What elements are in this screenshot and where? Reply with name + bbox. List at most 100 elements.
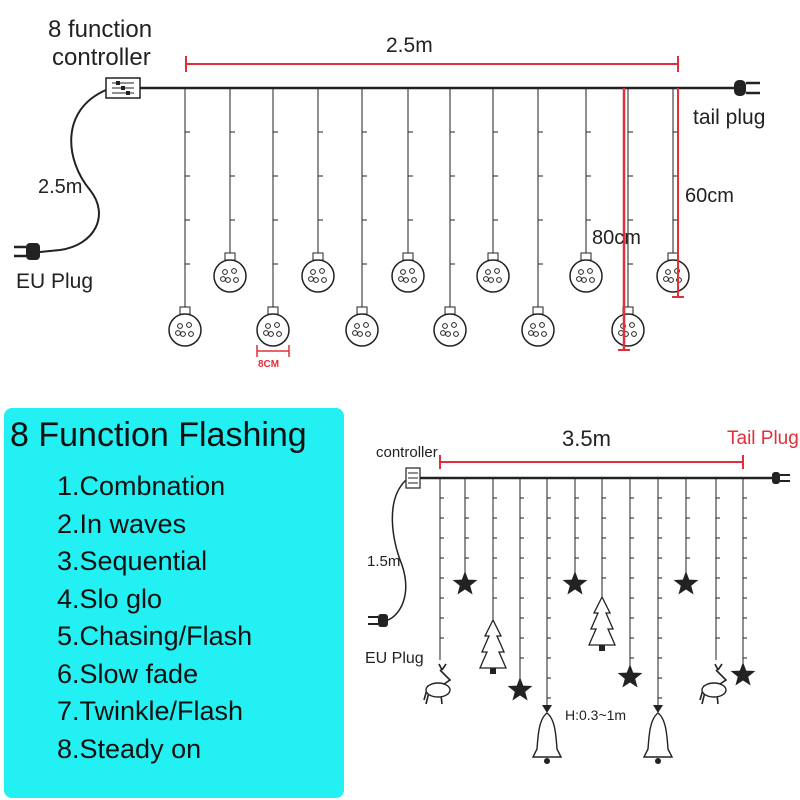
ball-led-dot	[321, 277, 327, 283]
ball-led-dot	[220, 276, 226, 282]
star-light-icon	[673, 571, 699, 595]
top-cable-length-label: 2.5m	[38, 176, 83, 198]
ball-led-dot	[177, 323, 183, 329]
ball-led-dot	[400, 269, 406, 275]
bell-light-icon	[531, 705, 563, 764]
ball-cap	[356, 306, 368, 315]
bell-body	[531, 712, 563, 758]
bottom-tail-plug-label: Tail Plug	[727, 428, 799, 449]
flash-mode-item: 3.Sequential	[57, 546, 208, 576]
ball-led-dot	[357, 331, 363, 337]
ball-light-icon	[521, 306, 555, 347]
ball-light-icon	[391, 252, 425, 293]
ball-led-dot	[409, 268, 415, 274]
ball-led-dot	[445, 331, 451, 337]
ball-cap	[224, 252, 236, 261]
star-light-shape	[452, 571, 478, 595]
top-tail-plug-label: tail plug	[693, 106, 766, 129]
ball-light-icon	[301, 252, 335, 293]
bottom-tail-plug-icon	[772, 472, 790, 484]
flash-panel-title: 8 Function Flashing	[10, 416, 307, 454]
tail-plug-icon	[734, 80, 760, 96]
ball-light-icon	[611, 306, 645, 347]
tree-light-icon	[479, 618, 507, 674]
bottom-controller-icon	[405, 467, 421, 489]
ball-led-dot	[175, 330, 181, 336]
tree-trunk	[490, 668, 496, 674]
top-diagram	[14, 56, 760, 357]
ball-led-dot	[313, 277, 319, 283]
ball-led-dot	[186, 322, 192, 328]
tree-light-shape	[588, 595, 616, 646]
ball-led-dot	[268, 331, 274, 337]
flash-mode-item: 4.Slo glo	[57, 583, 163, 614]
ball-led-dot	[233, 277, 239, 283]
ball-led-dot	[411, 277, 417, 283]
bottom-cable-length-label: 1.5m	[367, 553, 401, 570]
tree-light-icon	[588, 595, 616, 651]
star-light-shape	[730, 662, 756, 686]
ball-led-dot	[665, 269, 671, 275]
ball-led-dot	[319, 268, 325, 274]
flash-mode-item: 5.Chasing/Flash	[57, 621, 253, 651]
top-length-label: 2.5m	[386, 34, 433, 57]
ball-globe	[168, 313, 202, 347]
ball-led-dot	[581, 277, 587, 283]
ball-globe	[611, 313, 645, 347]
ball-globe	[345, 313, 379, 347]
ball-led-dot	[274, 322, 280, 328]
bottom-eu-plug-icon	[368, 614, 388, 627]
flash-mode-list: 1.Combnation 2.In waves 3.Sequential 4.S…	[57, 468, 252, 768]
ball-led-dot	[541, 331, 547, 337]
bell-clapper	[655, 758, 661, 764]
ball-led-dot	[265, 323, 271, 329]
bottom-tail-plug-body	[772, 472, 780, 484]
ball-led-dot	[629, 322, 635, 328]
star-light-shape	[507, 677, 533, 701]
ball-globe	[256, 313, 290, 347]
ball-led-dot	[403, 277, 409, 283]
bell-bow	[542, 705, 552, 713]
ball-light-icon	[168, 306, 202, 347]
ball-led-dot	[494, 268, 500, 274]
top-power-cable	[39, 89, 107, 253]
flash-mode-item: 7.Twinkle/Flash	[57, 696, 244, 726]
ball-led-dot	[363, 322, 369, 328]
ball-led-dot	[618, 330, 624, 336]
tail-plug-body	[734, 80, 746, 96]
bottom-eu-plug-body	[378, 614, 388, 627]
ball-cap	[667, 252, 679, 261]
controller-label-line1: 8 function	[48, 16, 153, 43]
ball-led-dot	[188, 331, 194, 337]
ball-cap	[267, 306, 279, 315]
flash-modes-panel: 8 Function Flashing 1.Combnation 2.In wa…	[4, 408, 344, 798]
ball-globe	[301, 259, 335, 293]
controller-slider-knob	[121, 86, 125, 90]
ball-size-label: 8CM	[258, 359, 280, 370]
ball-light-icon	[256, 306, 290, 347]
ball-led-dot	[231, 268, 237, 274]
ball-cap	[532, 306, 544, 315]
controller-slider-knob	[116, 81, 120, 85]
ball-led-dot	[587, 268, 593, 274]
bottom-diagram	[368, 455, 790, 764]
short-drop-label: 60cm	[685, 185, 734, 207]
ball-led-dot	[485, 269, 491, 275]
reindeer-body	[425, 682, 451, 698]
ball-led-dot	[222, 269, 228, 275]
ball-led-dot	[539, 322, 545, 328]
reindeer-body	[701, 682, 727, 698]
eu-plug-body	[26, 243, 40, 260]
ball-cap	[444, 306, 456, 315]
ball-led-dot	[453, 331, 459, 337]
flash-mode-item: 8.Steady on	[57, 733, 202, 764]
ball-led-dot	[530, 323, 536, 329]
ball-globe	[521, 313, 555, 347]
drop-height-label: H:0.3~1m	[565, 707, 627, 723]
ball-light-icon	[213, 252, 247, 293]
controller-icon	[105, 77, 141, 99]
star-light-icon	[507, 677, 533, 701]
ball-led-dot	[263, 330, 269, 336]
ball-globe	[433, 313, 467, 347]
